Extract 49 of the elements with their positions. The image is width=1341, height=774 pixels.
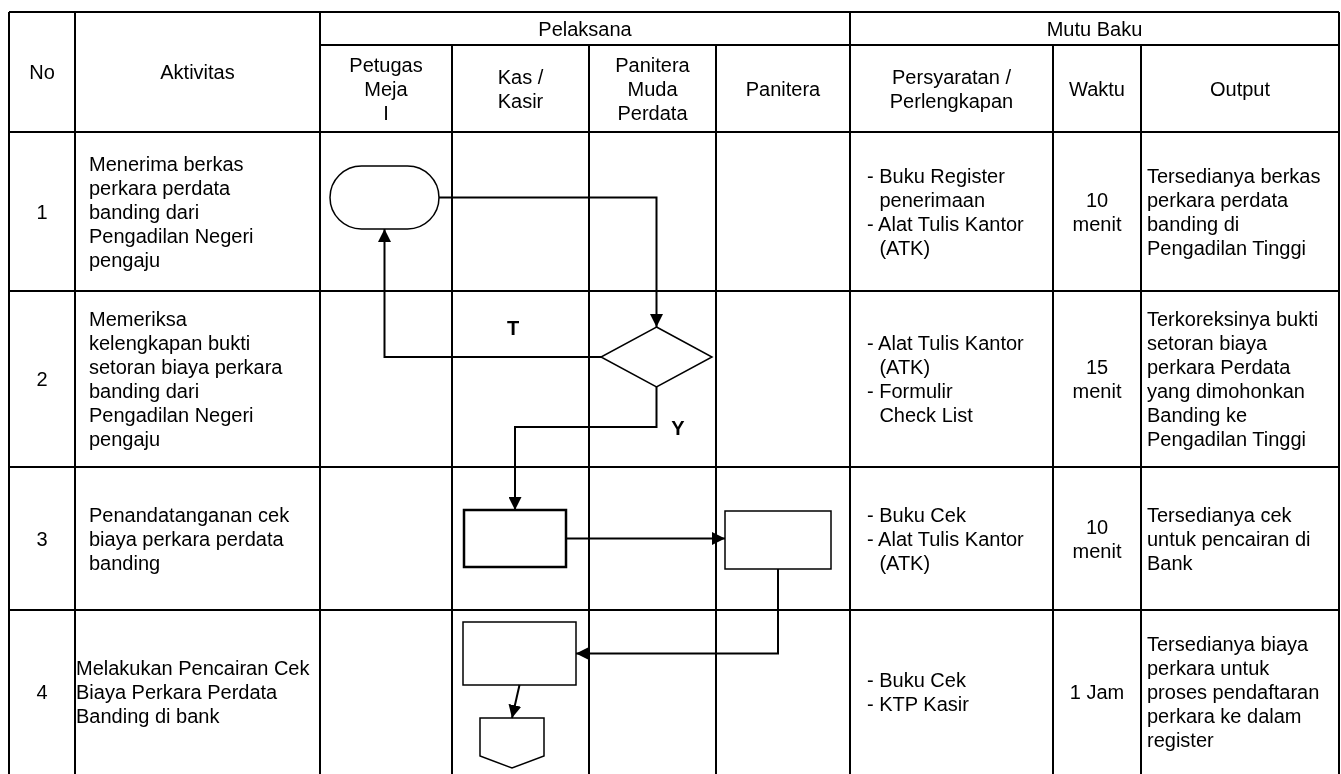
arrow [378,228,602,358]
arrow [438,196,663,328]
activity-text: Menerima berkas perkara perdata banding dari Pengadilan Negeri pengaju [89,151,255,272]
row-number: 2 [36,367,48,391]
column-header: Waktu [1069,76,1125,101]
process-box [464,510,566,567]
output-text: Terkoreksinya bukti setoran biaya perkara Perdata yang dimohonkan Banding ke Pengadilan Tinggi [1147,307,1320,451]
edge-label: Y [671,416,685,440]
requirement-item: - Buku Cek [867,502,967,527]
activity-text: Melakukan Pencairan Cek Biaya Perkara Perdata Banding di bank [76,656,311,728]
duration-text: 1 Jam [1068,680,1126,704]
arrow [575,568,779,660]
duration-text: 15 menit [1071,355,1123,403]
decision-diamond [601,327,712,387]
column-header: No [29,60,55,84]
group-header: Pelaksana [538,16,632,41]
process-box [463,622,576,685]
edge-label: T [506,316,520,340]
terminator-shape [330,166,439,229]
requirement-item: - Alat Tulis Kantor (ATK) [867,526,1025,575]
row-number: 1 [36,199,48,224]
duration-text: 10 menit [1071,187,1123,236]
column-header: Output [1209,76,1270,101]
arrow [508,684,522,719]
requirement-item: - Alat Tulis Kantor (ATK) [867,331,1025,379]
requirement-item: - KTP Kasir [867,692,970,716]
column-header: Petugas Meja I [349,52,423,125]
requirement-item: - Alat Tulis Kantor (ATK) [867,211,1025,260]
duration-text: 10 menit [1071,514,1123,563]
column-header: Panitera [745,76,821,101]
column-header: Panitera Muda Perdata [614,52,691,125]
activity-text: Penandatanganan cek biaya perkara perdata banding [89,502,291,575]
group-header: Mutu Baku [1046,16,1143,41]
activity-text: Memeriksa kelengkapan bukti setoran biaya perkara banding dari Pengadilan Negeri pengaju [89,307,284,451]
off-page-connector [480,718,544,768]
output-text: Tersedianya berkas perkara perdata banding di Pengadilan Tinggi [1147,163,1322,260]
arrow [508,386,658,511]
row-number: 3 [36,526,48,551]
output-text: Tersedianya cek untuk pencairan di Bank [1147,502,1312,575]
requirement-item: - Formulir Check List [867,379,974,427]
column-header: Aktivitas [160,60,235,84]
column-header: Persyaratan / Perlengkapan [888,64,1015,113]
requirement-item: - Buku Cek [867,668,967,692]
output-text: Tersedianya biaya perkara untuk proses pendaftaran perkara ke dalam register [1147,632,1321,752]
row-number: 4 [36,680,48,704]
requirement-item: - Buku Register penerimaan [867,163,1006,212]
process-box [725,511,831,569]
arrow [565,532,726,545]
column-header: Kas / Kasir [496,64,545,113]
